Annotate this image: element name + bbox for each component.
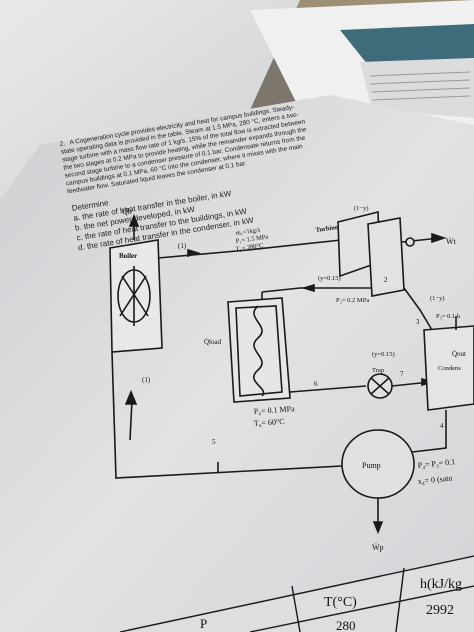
qload-label: Q̇load <box>204 338 222 346</box>
x4-value: x₄= 0 (satu <box>417 473 453 486</box>
p1-value: P₁= 1.5 MPa <box>235 233 268 244</box>
frac-right-label: (1−y) <box>430 295 445 302</box>
pipe-6 <box>289 385 367 393</box>
p3-value: P₃= 0.1 b <box>436 313 460 320</box>
state-7-label: 7 <box>400 370 404 378</box>
cycle-schematic <box>109 210 474 535</box>
wt-label: Ẇt <box>446 237 457 246</box>
table-val-h: 2992 <box>426 603 454 618</box>
m1-value: ṁ₁=1kg/s <box>235 227 261 237</box>
p4-value: P₄= P₃= 0.1 <box>417 457 455 470</box>
pipe-4 <box>411 410 447 453</box>
pipe-2 <box>261 287 372 293</box>
pipe-3 <box>403 287 433 331</box>
frac-top-label: (1−y) <box>354 205 369 212</box>
wp-label: Ẇp <box>372 543 384 552</box>
heater-coil <box>253 305 265 397</box>
t1-value: T₁= 280°C <box>235 242 263 253</box>
booklet-text-lines <box>369 71 471 101</box>
p2-value: P₂= 0.2 MPa <box>336 297 369 304</box>
determine-list: Determine a. the rate of heat transfer i… <box>71 176 254 252</box>
heater-inner <box>235 305 283 397</box>
state-5-label: 5 <box>212 438 216 446</box>
frac-trap-label: (y=0.15) <box>372 351 395 358</box>
schematic-labels: Boiler Q̇b (1) (1) ṁ₁=1kg/s P₁= 1.5 MPa … <box>119 205 466 552</box>
boiler-label: Boiler <box>119 252 137 260</box>
pump-label: Pump <box>362 461 381 470</box>
state-4-label: 4 <box>440 422 444 430</box>
turbine-label: Turbine <box>315 224 338 234</box>
state-6-label: 6 <box>314 380 318 388</box>
state-2-label: 2 <box>384 276 388 284</box>
turbine-lp <box>367 217 405 297</box>
p6-value: P₆= 0.1 MPa <box>254 404 296 416</box>
left-flow-label: (1) <box>142 376 151 384</box>
pipe-5 <box>111 351 343 479</box>
t6-value: T₆= 60°C <box>254 417 285 428</box>
trap-label: Trap <box>372 367 384 374</box>
state-1-label: (1) <box>178 242 187 250</box>
table-col-h: h(kJ/kg <box>420 577 462 592</box>
frac-extract-label: (y=0.15) <box>318 275 341 282</box>
qb-label: Q̇b <box>122 206 132 216</box>
problem-number: 2. <box>59 140 66 148</box>
condenser-box <box>423 325 474 411</box>
heater-box <box>227 297 291 403</box>
property-table: P T(°C) h(kJ/kg 280 2992 <box>119 555 474 632</box>
table-col-t: T(°C) <box>324 595 357 610</box>
state-3-label: 3 <box>416 318 420 326</box>
condenser-label: Condens <box>438 365 461 372</box>
qout-label: Q̇out <box>452 350 466 358</box>
boiler-box <box>109 239 163 353</box>
table-val-t: 280 <box>336 618 356 632</box>
left-flow-arrow <box>129 399 133 441</box>
table-col-p: P <box>200 616 207 631</box>
